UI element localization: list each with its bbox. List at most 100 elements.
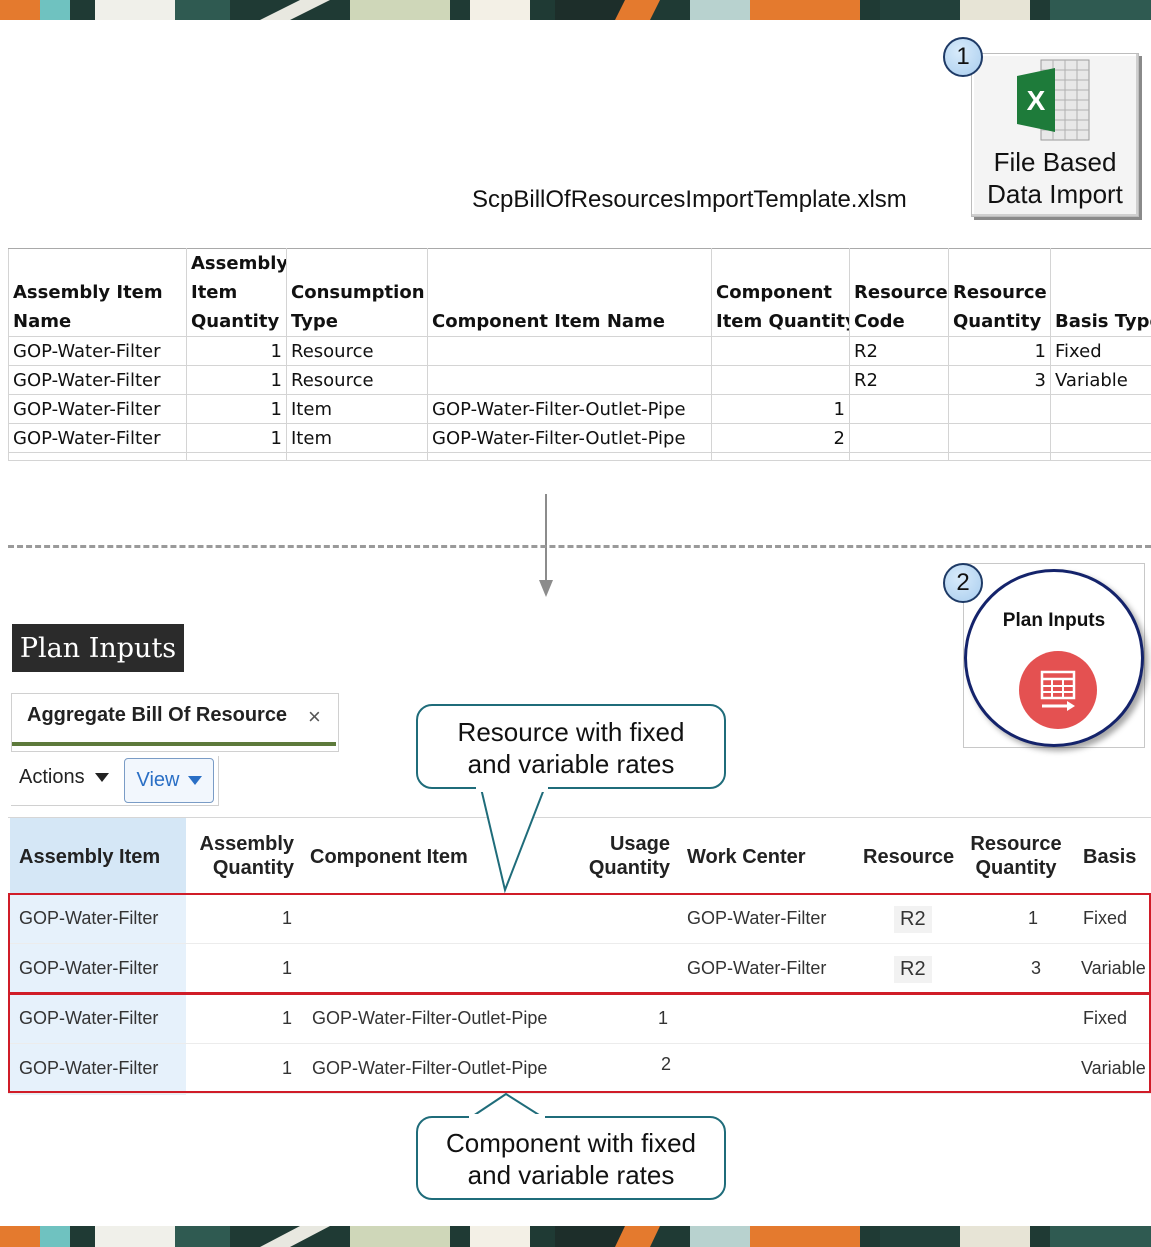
cell-assembly-quantity: 1 [281, 958, 292, 978]
fbdi-label-line1: File Based [993, 147, 1117, 177]
table-row[interactable]: GOP-Water-Filter 1 GOP-Water-Filter R2 1… [8, 894, 1151, 944]
sheet-header-line: Resource [854, 282, 948, 303]
sheet-header-line: Consumption [291, 282, 425, 303]
sheet-cell [427, 452, 712, 461]
sheet-cell [1050, 394, 1151, 424]
header-assembly-quantity-line1: Assembly [199, 833, 295, 855]
sheet-header-line: Assembly [191, 253, 287, 274]
table-row[interactable]: GOP-Water-Filter 1 GOP-Water-Filter-Outl… [8, 1044, 1151, 1094]
cell-assembly-quantity: 1 [281, 1058, 292, 1078]
cell-work-center: GOP-Water-Filter [687, 958, 827, 978]
cell-assembly-item: GOP-Water-Filter [19, 958, 159, 978]
sheet-cell [711, 336, 850, 366]
component-callout-line1: Component with fixed [445, 1128, 697, 1158]
decorative-top-band [0, 0, 1151, 20]
header-usage-quantity[interactable]: Usage Quantity [570, 832, 670, 880]
sheet-cell: 1 [186, 423, 287, 453]
cell-basis: Fixed [1083, 908, 1128, 928]
header-assembly-quantity[interactable]: Assembly Quantity [194, 832, 295, 880]
header-work-center[interactable]: Work Center [687, 846, 806, 868]
sheet-cell: Variable [1050, 365, 1151, 395]
svg-text:X: X [1027, 85, 1046, 116]
actions-label: Actions [19, 766, 85, 788]
sheet-header-line: Item Quantity [716, 311, 850, 332]
cell-usage-quantity: 1 [657, 1008, 668, 1028]
sheet-cell: GOP-Water-Filter [8, 394, 187, 424]
sheet-header-line: Resource [953, 282, 1047, 303]
sheet-cell: 3 [948, 365, 1051, 395]
sheet-cell [849, 394, 949, 424]
sheet-cell: 1 [186, 336, 287, 366]
sheet-cell [711, 365, 850, 395]
assembly-item-header-highlight [10, 818, 186, 894]
cell-basis: Variable [1081, 1058, 1146, 1078]
cell-component-item: GOP-Water-Filter-Outlet-Pipe [312, 1008, 548, 1028]
header-resource[interactable]: Resource [863, 846, 955, 868]
step-2-badge: 2 [943, 563, 983, 603]
sheet-header-cell: Basis Type [1050, 248, 1151, 337]
resource-callout-line2: and variable rates [467, 749, 675, 779]
cell-assembly-item: GOP-Water-Filter [19, 908, 159, 928]
fbdi-label-line2: Data Import [987, 179, 1123, 209]
resource-callout-line1: Resource with fixed [457, 717, 685, 747]
sheet-cell [186, 452, 287, 461]
cell-basis: Fixed [1083, 1008, 1128, 1028]
sheet-cell [286, 452, 428, 461]
header-resource-quantity-line1: Resource [970, 833, 1062, 855]
sheet-cell [1050, 423, 1151, 453]
header-assembly-item[interactable]: Assembly Item [19, 846, 161, 868]
page-title: Plan Inputs [12, 624, 184, 672]
file-based-data-import-tile[interactable]: X File Based Data Import [971, 53, 1139, 217]
cell-resource[interactable]: R2 [894, 906, 932, 933]
component-callout-line2: and variable rates [467, 1160, 675, 1190]
table-row[interactable]: GOP-Water-Filter 1 GOP-Water-Filter R2 3… [8, 944, 1151, 994]
sheet-cell: GOP-Water-Filter [8, 365, 187, 395]
sheet-cell: 1 [948, 336, 1051, 366]
sheet-cell: R2 [849, 365, 949, 395]
sheet-cell [427, 365, 712, 395]
actions-menu-button[interactable]: Actions [19, 766, 109, 789]
sheet-header-cell: Component Item Name [427, 248, 712, 337]
sheet-header-line: Basis Type [1055, 311, 1151, 332]
tab-active-indicator [12, 742, 336, 746]
table-row[interactable]: GOP-Water-Filter 1 GOP-Water-Filter-Outl… [8, 994, 1151, 1044]
flow-arrow-icon [539, 494, 553, 597]
sheet-cell: Resource [286, 365, 428, 395]
caret-down-icon [187, 776, 202, 785]
sheet-cell [948, 452, 1051, 461]
sheet-cell [427, 336, 712, 366]
cell-assembly-item: GOP-Water-Filter [19, 1058, 159, 1078]
view-menu-button[interactable]: View [124, 758, 214, 803]
table-toolbar: Actions View [11, 756, 219, 806]
sheet-cell [948, 394, 1051, 424]
close-icon[interactable]: × [308, 704, 321, 729]
table-header: Assembly Item Assembly Quantity Componen… [8, 818, 1151, 894]
sheet-header-line: Component Item Name [432, 311, 665, 332]
header-component-item[interactable]: Component Item [310, 846, 468, 868]
component-callout: Component with fixed and variable rates [416, 1116, 726, 1200]
cell-resource[interactable]: R2 [894, 956, 932, 983]
excel-icon: X [1017, 59, 1090, 141]
table-top-rule [8, 817, 1151, 818]
tab-aggregate-bill-of-resource[interactable]: Aggregate Bill Of Resource × [11, 693, 339, 752]
header-usage-quantity-line1: Usage [609, 833, 670, 855]
sheet-cell: Item [286, 394, 428, 424]
sheet-cell: R2 [849, 336, 949, 366]
cell-usage-quantity: 2 [660, 1054, 671, 1074]
sheet-cell [8, 452, 187, 461]
sheet-cell [849, 452, 949, 461]
plan-inputs-tile[interactable]: Plan Inputs [963, 563, 1145, 748]
header-basis[interactable]: Basis [1083, 846, 1137, 868]
sheet-cell: Fixed [1050, 336, 1151, 366]
header-resource-quantity[interactable]: Resource Quantity [966, 832, 1066, 880]
sheet-header-line: Name [13, 311, 72, 332]
